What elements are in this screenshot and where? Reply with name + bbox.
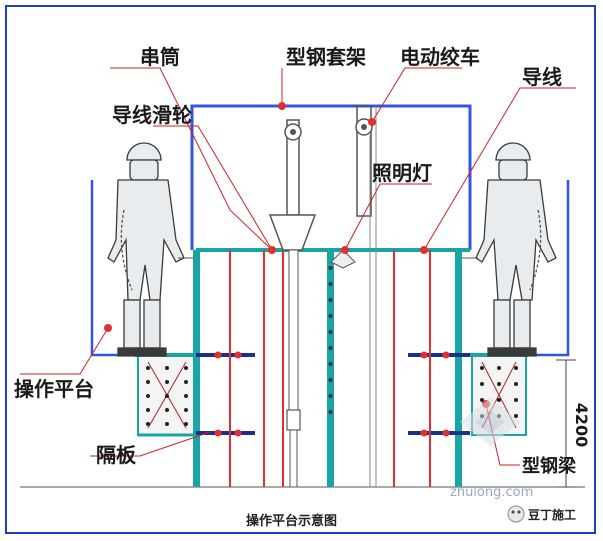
leader-lines xyxy=(20,67,576,466)
label-wire-pulley: 导线滑轮 xyxy=(112,103,192,127)
label-partition-board: 隔板 xyxy=(96,443,137,467)
label-steel-beam: 型钢梁 xyxy=(522,455,577,477)
label-operation-platform: 操作平台 xyxy=(14,377,94,401)
string-tube xyxy=(268,119,317,488)
lighting-lamp xyxy=(330,249,356,269)
left-partition-mesh xyxy=(146,361,188,429)
electric-winch xyxy=(355,105,377,487)
label-electric-winch: 电动绞车 xyxy=(400,45,480,69)
label-wire: 导线 xyxy=(522,65,562,89)
right-outer-column xyxy=(455,250,462,487)
label-steel-frame: 型钢套架 xyxy=(286,45,366,69)
red-vertical-lines xyxy=(229,250,431,487)
left-worker xyxy=(107,142,185,357)
diagram-caption: 操作平台示意图 xyxy=(246,513,337,529)
left-outer-column xyxy=(193,250,200,487)
center-column xyxy=(327,250,334,487)
watermark xyxy=(460,398,520,446)
label-string-tube: 串筒 xyxy=(140,45,180,69)
steel-frame xyxy=(190,104,472,250)
right-worker xyxy=(475,142,557,357)
logo-text: 豆丁施工 xyxy=(528,507,576,522)
dimension-label: 4200 xyxy=(572,403,591,448)
watermark-text: zhulong.com xyxy=(450,485,533,500)
dimension-marker xyxy=(556,359,576,488)
logo xyxy=(507,505,525,523)
label-lighting-lamp: 照明灯 xyxy=(372,161,432,185)
